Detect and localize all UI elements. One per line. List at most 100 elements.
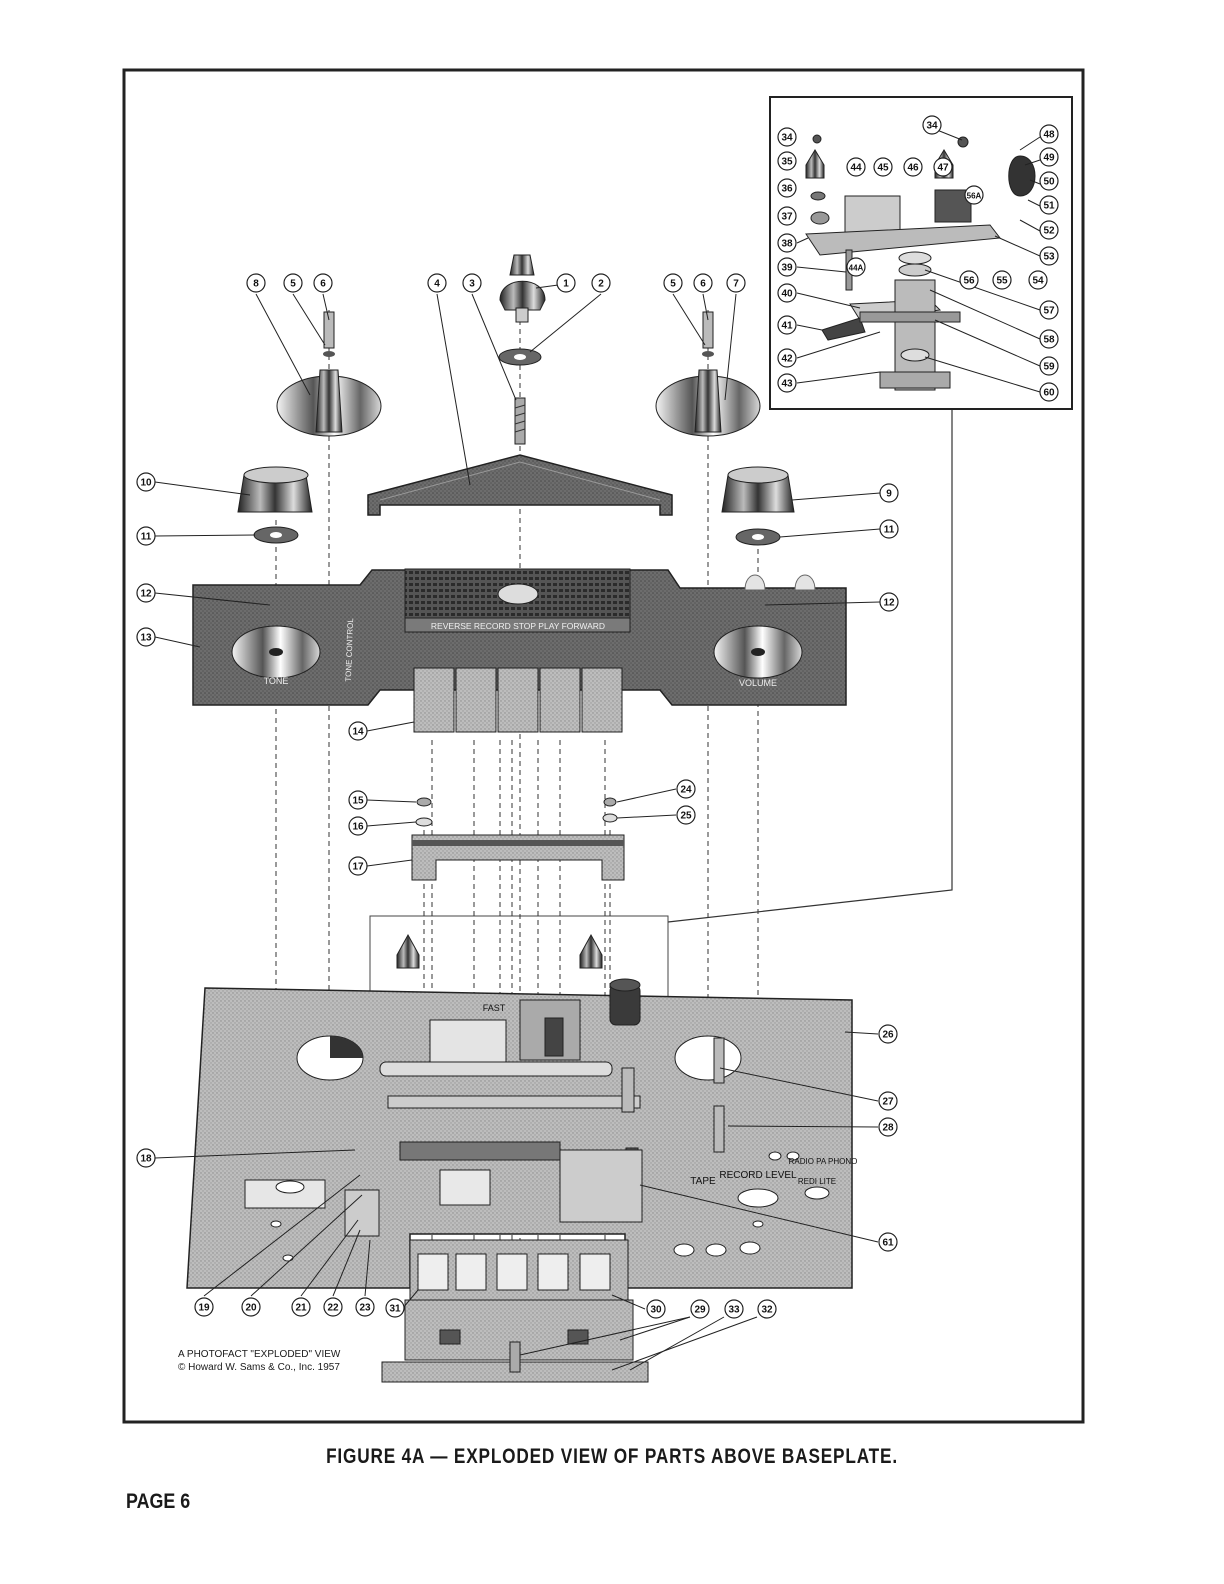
- grommets: [396, 933, 603, 969]
- callout-27: 27: [882, 1097, 894, 1108]
- callout-48: 48: [1043, 130, 1055, 141]
- record-level-label: RECORD LEVEL: [719, 1170, 797, 1181]
- callout-4: 4: [434, 279, 440, 290]
- callout-26: 26: [882, 1030, 894, 1041]
- bottom-switch-assembly: [381, 1239, 649, 1383]
- left-reel-spindle: [276, 311, 382, 437]
- radio-pa-phono-label: RADIO PA PHONO: [789, 1157, 858, 1166]
- callout-50: 50: [1043, 177, 1055, 188]
- callout-20: 20: [245, 1303, 257, 1314]
- callout-44a: 44A: [849, 264, 864, 273]
- callout-19: 19: [198, 1303, 210, 1314]
- right-reel-spindle: [655, 311, 761, 437]
- callout-36: 36: [781, 184, 793, 195]
- bracket: [411, 834, 625, 881]
- callout-7: 7: [733, 279, 739, 290]
- top-panel-housing: [192, 568, 847, 706]
- callout-33: 33: [728, 1305, 740, 1316]
- callout-39: 39: [781, 263, 793, 274]
- callout-18: 18: [140, 1154, 152, 1165]
- callout-5: 5: [290, 279, 296, 290]
- button-bar-label: REVERSE RECORD STOP PLAY FORWARD: [431, 621, 605, 631]
- inset-connector: [667, 410, 953, 923]
- callout-2: 2: [598, 279, 604, 290]
- leader-lines: [154, 127, 1041, 1371]
- callout-5: 5: [670, 279, 676, 290]
- callout-12: 12: [883, 598, 895, 609]
- tape-label: TAPE: [690, 1176, 716, 1187]
- callout-61: 61: [882, 1238, 894, 1249]
- callout-38: 38: [781, 239, 793, 250]
- callout-28: 28: [882, 1123, 894, 1134]
- callout-55: 55: [996, 276, 1008, 287]
- callout-22: 22: [327, 1303, 339, 1314]
- callout-24: 24: [680, 785, 692, 796]
- tone-label: TONE: [264, 676, 289, 686]
- callout-40: 40: [781, 289, 793, 300]
- callout-37: 37: [781, 212, 793, 223]
- top-cover: [367, 454, 673, 516]
- tone-knob: [237, 466, 313, 544]
- callout-31: 31: [389, 1304, 401, 1315]
- callout-34: 34: [781, 133, 793, 144]
- callout-60: 60: [1043, 388, 1055, 399]
- callout-46: 46: [907, 163, 919, 174]
- tone-control-label: TONE CONTROL: [344, 618, 355, 682]
- callout-circles: [136, 115, 1059, 1319]
- fast-label: FAST: [483, 1003, 506, 1013]
- callout-56a: 56A: [967, 192, 982, 201]
- callout-53: 53: [1043, 252, 1055, 263]
- callout-10: 10: [140, 478, 152, 489]
- credit-line-2: © Howard W. Sams & Co., Inc. 1957: [178, 1362, 340, 1373]
- page-number: PAGE 6: [126, 1490, 191, 1513]
- callout-49: 49: [1043, 153, 1055, 164]
- callout-34: 34: [926, 121, 938, 132]
- callout-12: 12: [140, 589, 152, 600]
- callout-6: 6: [700, 279, 706, 290]
- callout-14: 14: [352, 727, 364, 738]
- callout-57: 57: [1043, 306, 1055, 317]
- volume-label: VOLUME: [739, 678, 777, 688]
- callout-17: 17: [352, 862, 364, 873]
- callout-13: 13: [140, 633, 152, 644]
- figure-caption: FIGURE 4A — EXPLODED VIEW OF PARTS ABOVE…: [326, 1445, 898, 1468]
- callout-9: 9: [886, 489, 892, 500]
- callout-16: 16: [352, 822, 364, 833]
- photofact-credit: A PHOTOFACT "EXPLODED" VIEW © Howard W. …: [178, 1348, 340, 1374]
- callout-6: 6: [320, 279, 326, 290]
- redi-lite-label: REDI LITE: [798, 1177, 836, 1186]
- callout-54: 54: [1032, 276, 1044, 287]
- callout-8: 8: [253, 279, 259, 290]
- callout-45: 45: [877, 163, 889, 174]
- callout-15: 15: [352, 796, 364, 807]
- callout-51: 51: [1043, 201, 1055, 212]
- credit-line-1: A PHOTOFACT "EXPLODED" VIEW: [178, 1349, 341, 1360]
- callout-29: 29: [694, 1305, 706, 1316]
- callout-1: 1: [563, 279, 569, 290]
- callout-11: 11: [141, 532, 152, 543]
- volume-knob: [721, 466, 795, 546]
- callout-32: 32: [761, 1305, 773, 1316]
- callout-43: 43: [781, 379, 793, 390]
- callout-47: 47: [937, 163, 949, 174]
- baseplate-mechanism: [244, 978, 725, 1237]
- callout-35: 35: [781, 157, 793, 168]
- push-buttons: [413, 667, 623, 733]
- callout-25: 25: [680, 811, 692, 822]
- figure-frame: [122, 68, 1085, 1424]
- callout-11: 11: [884, 525, 895, 536]
- callout-21: 21: [295, 1303, 307, 1314]
- callout-23: 23: [359, 1303, 371, 1314]
- callout-58: 58: [1043, 335, 1055, 346]
- callout-3: 3: [469, 279, 475, 290]
- callout-56: 56: [963, 276, 975, 287]
- callout-41: 41: [781, 321, 793, 332]
- callout-42: 42: [781, 354, 793, 365]
- callout-59: 59: [1043, 362, 1055, 373]
- callout-30: 30: [650, 1305, 662, 1316]
- small-hardware: [415, 797, 618, 827]
- center-knob-assembly: [498, 254, 546, 445]
- callout-52: 52: [1043, 226, 1055, 237]
